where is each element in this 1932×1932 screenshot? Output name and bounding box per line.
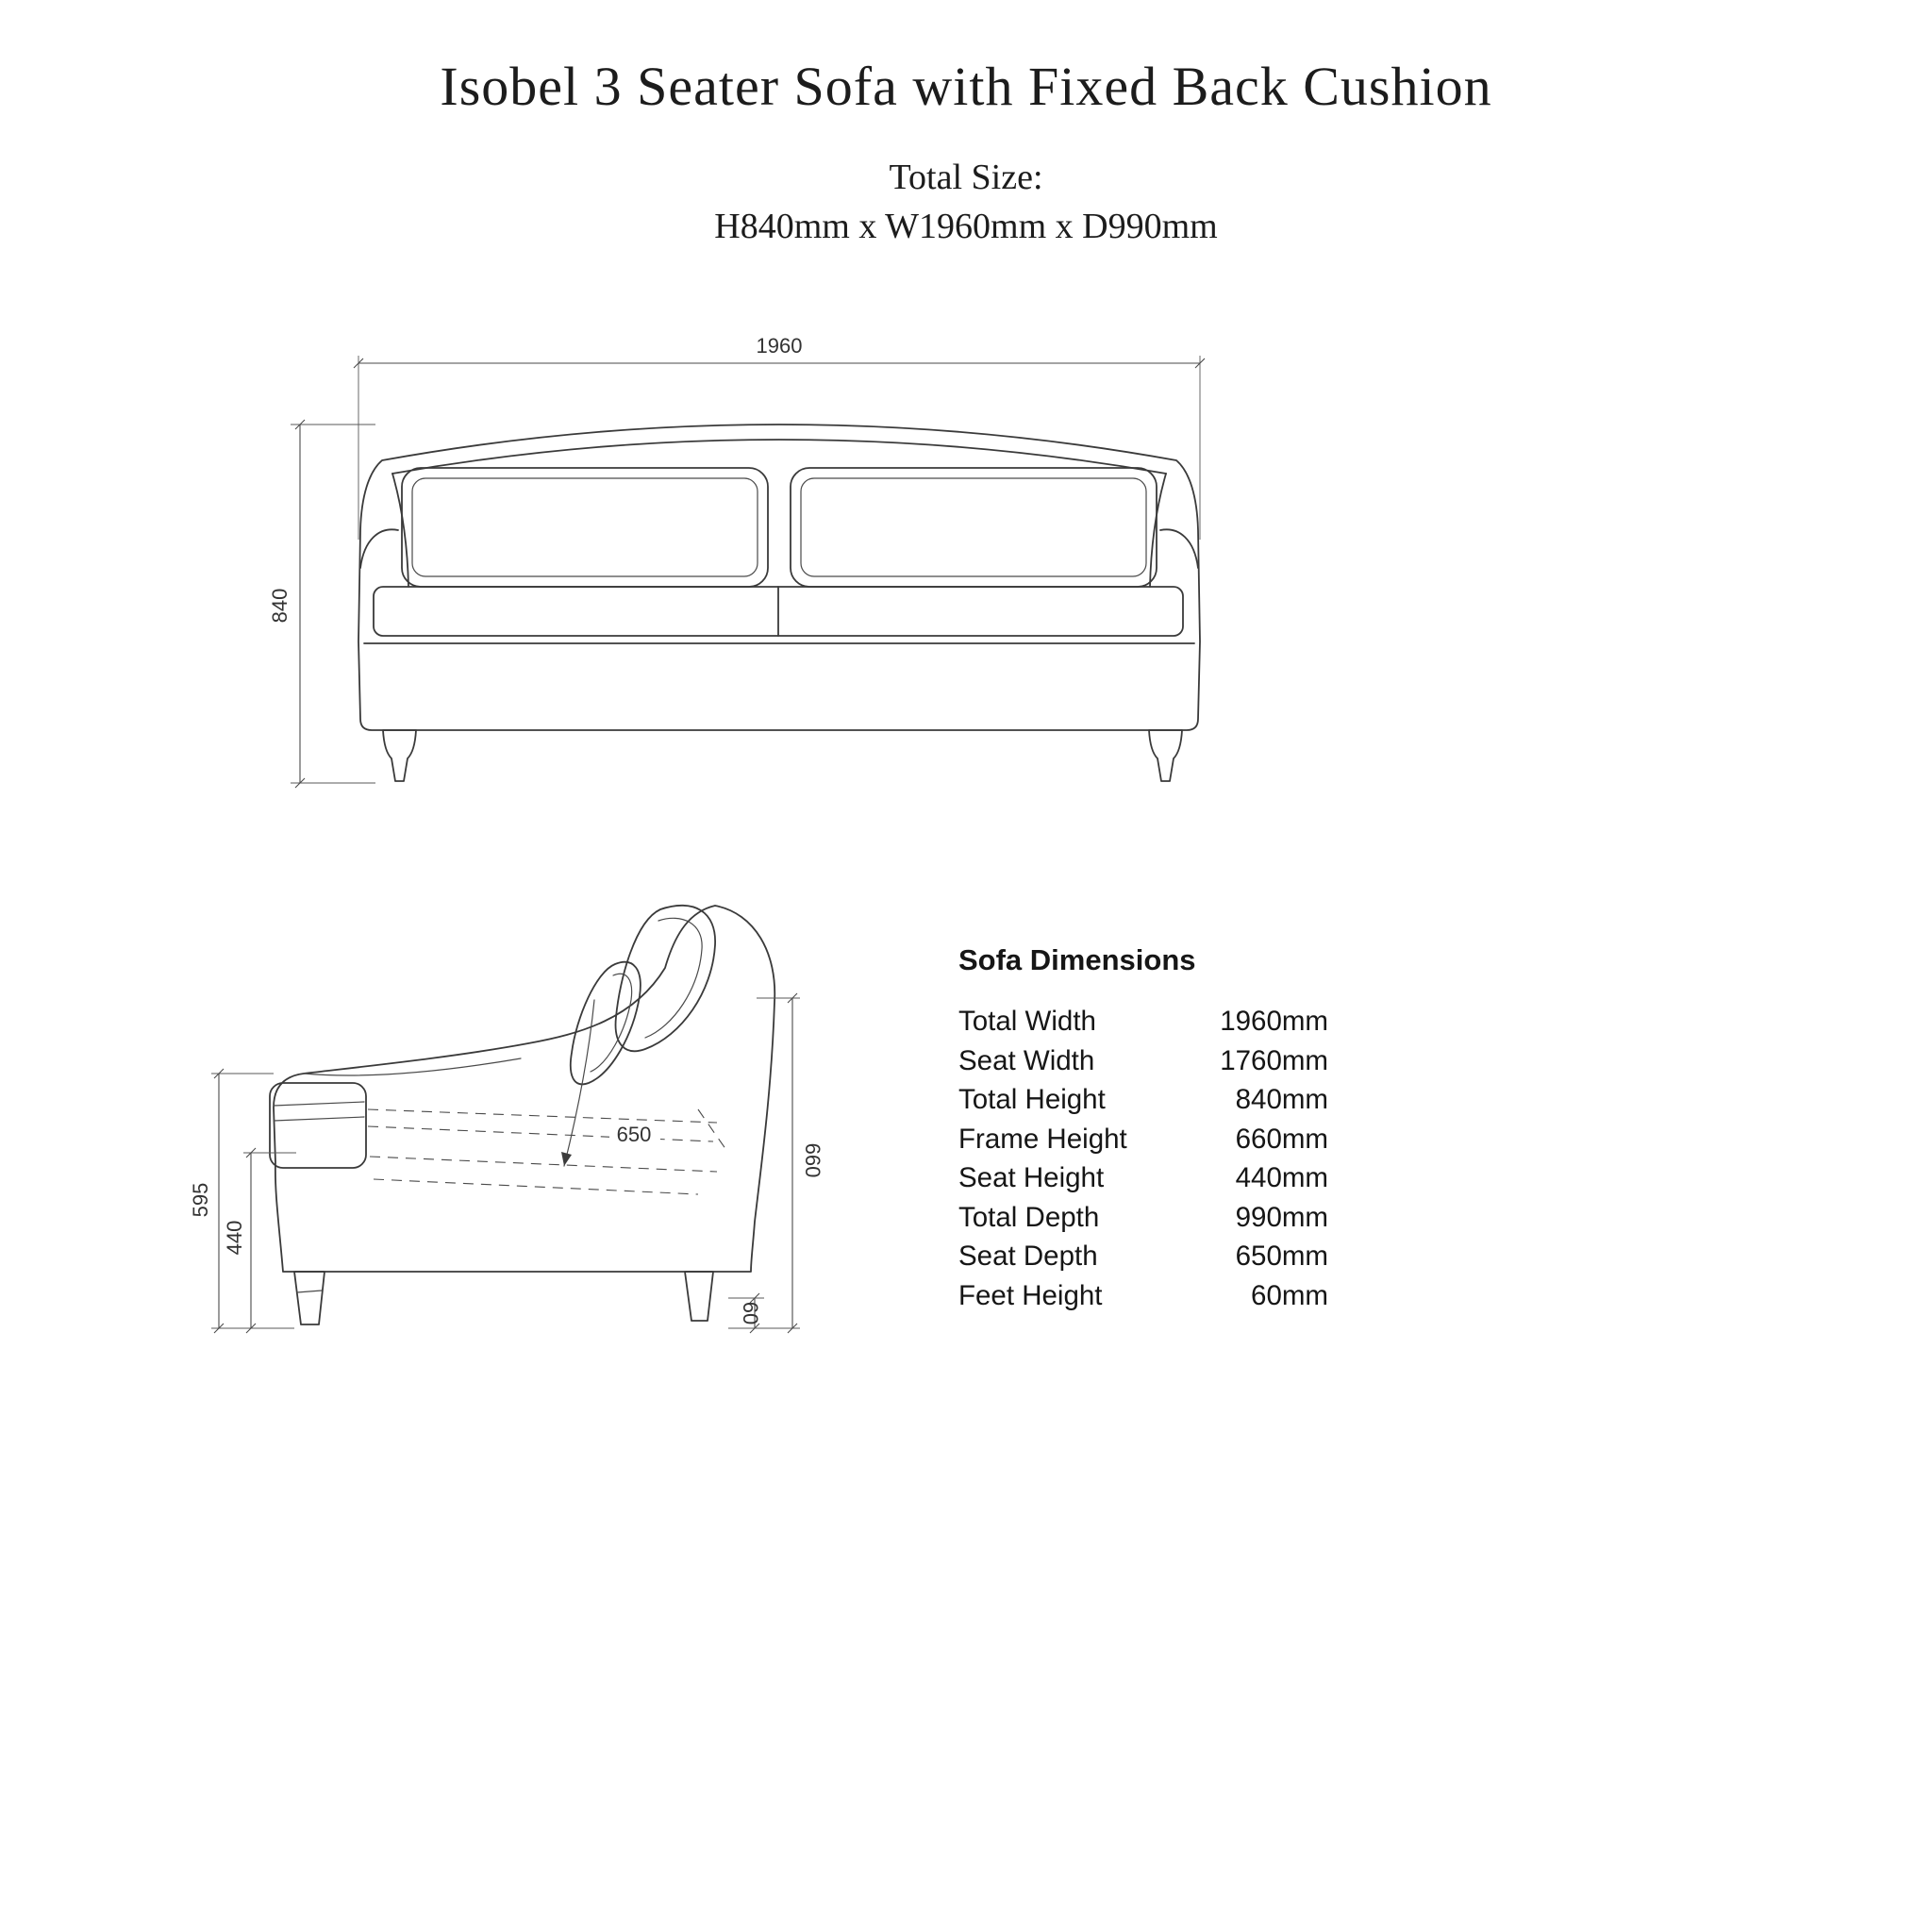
row-value: 440mm xyxy=(1235,1162,1328,1193)
side-seat-height-dimension: 440 xyxy=(223,1147,296,1334)
side-arm-height-dimension: 595 xyxy=(189,1068,294,1334)
table-row: Total Height 840mm xyxy=(958,1080,1328,1120)
row-value: 60mm xyxy=(1251,1279,1328,1311)
table-row: Seat Width 1760mm xyxy=(958,1041,1328,1081)
row-value: 990mm xyxy=(1235,1201,1328,1233)
arrow-head-icon xyxy=(561,1152,572,1166)
front-view-seat-and-base xyxy=(363,586,1195,644)
page-title: Isobel 3 Seater Sofa with Fixed Back Cus… xyxy=(440,56,1492,117)
front-view-back-cushions xyxy=(401,467,1158,588)
row-label: Seat Depth xyxy=(958,1241,1098,1272)
front-width-dimension: 1960 xyxy=(353,334,1206,540)
row-label: Seat Height xyxy=(958,1162,1105,1193)
row-label: Total Height xyxy=(958,1084,1106,1115)
total-size-value: H840mm x W1960mm x D990mm xyxy=(714,207,1218,246)
table-row: Frame Height 660mm xyxy=(958,1120,1328,1159)
row-value: 840mm xyxy=(1235,1084,1328,1115)
side-frame-height-dimension: 660 xyxy=(728,992,824,1334)
row-value: 1760mm xyxy=(1220,1044,1328,1076)
front-view-feet xyxy=(382,729,1183,782)
row-label: Total Depth xyxy=(958,1201,1100,1233)
seat-height-dim-label: 440 xyxy=(223,1221,246,1256)
front-view-sofa-outline xyxy=(358,424,1201,731)
total-size-block: Total Size: H840mm x W1960mm x D990mm xyxy=(0,153,1932,251)
row-label: Frame Height xyxy=(958,1123,1127,1155)
side-view-back-cushions xyxy=(561,905,716,1167)
side-view-sofa-outline xyxy=(269,905,776,1273)
row-value: 1960mm xyxy=(1220,1006,1328,1037)
seat-depth-dim-label: 650 xyxy=(617,1123,652,1146)
side-view-drawing: 650 595 440 xyxy=(189,905,824,1334)
row-value: 660mm xyxy=(1235,1123,1328,1155)
table-row: Total Depth 990mm xyxy=(958,1198,1328,1238)
table-row: Total Width 1960mm xyxy=(958,1002,1328,1041)
total-size-label: Total Size: xyxy=(889,158,1043,197)
arm-height-dim-label: 595 xyxy=(189,1183,212,1218)
front-height-dim-label: 840 xyxy=(268,589,291,624)
row-label: Feet Height xyxy=(958,1279,1103,1311)
row-label: Seat Width xyxy=(958,1044,1095,1076)
row-label: Total Width xyxy=(958,1006,1096,1037)
row-value: 650mm xyxy=(1235,1241,1328,1272)
table-row: Feet Height 60mm xyxy=(958,1276,1328,1316)
front-height-dimension: 840 xyxy=(268,419,375,789)
side-view-hidden-lines: 650 xyxy=(367,1108,729,1195)
table-row: Seat Depth 650mm xyxy=(958,1237,1328,1276)
front-width-dim-label: 1960 xyxy=(757,334,803,358)
side-view-legs xyxy=(293,1271,714,1325)
dimensions-table: Sofa Dimensions Total Width 1960mm Seat … xyxy=(958,943,1328,1315)
front-view-drawing: 1960 840 xyxy=(268,334,1206,789)
feet-height-dim-label: 60 xyxy=(739,1302,762,1324)
side-feet-height-dimension: 60 xyxy=(728,1292,764,1334)
dimensions-table-title: Sofa Dimensions xyxy=(958,943,1196,976)
frame-height-dim-label: 660 xyxy=(801,1143,824,1178)
table-row: Seat Height 440mm xyxy=(958,1158,1328,1198)
